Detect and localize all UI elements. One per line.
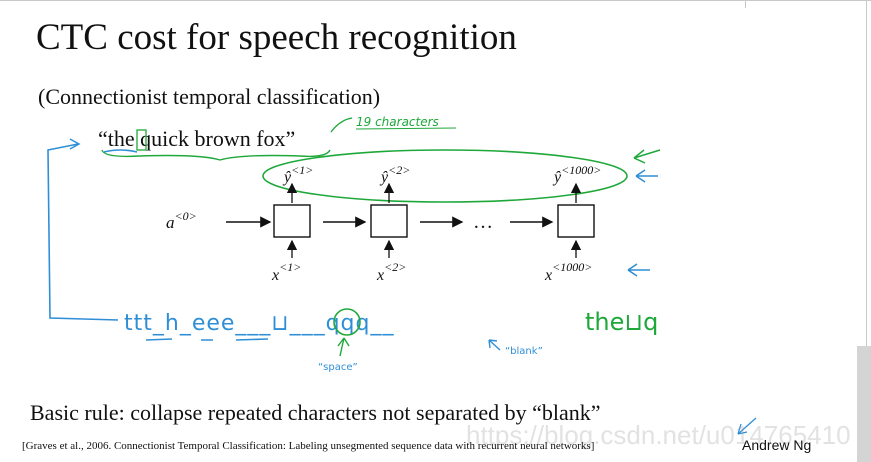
rule-pointer-arrow	[737, 417, 757, 435]
citation: [Graves et al., 2006. Connectionist Temp…	[22, 440, 595, 452]
sequence-ellipsis: …	[473, 211, 493, 233]
slide-tick	[745, 0, 746, 8]
slide-title: CTC cost for speech recognition	[36, 17, 517, 58]
sequence-underline-eee	[235, 338, 269, 341]
rnn-cell-2	[370, 204, 408, 238]
y-hat-2-label: ŷ<2>	[379, 163, 410, 186]
slide-right-border	[866, 0, 867, 462]
scrollbar[interactable]	[857, 346, 871, 462]
ctc-output-sequence: ttt_h_eee___⊔___qqq__	[124, 311, 395, 336]
watermark: https://blog.csdn.net/u014765410	[466, 420, 851, 450]
space-pointer-arrow	[337, 337, 350, 357]
x-2-label: x<2>	[376, 260, 406, 284]
x-3-label: x<1000>	[544, 260, 592, 284]
char-count-label: 19 characters	[356, 115, 439, 129]
author-name: Andrew Ng	[742, 437, 812, 453]
slide-subtitle: (Connectionist temporal classification)	[38, 84, 381, 109]
sequence-underline-ttt	[145, 338, 173, 341]
collapsed-result: the⊔q	[585, 308, 658, 336]
x-input-pointer-arrow	[627, 263, 650, 277]
ellipse-pointer-arrow	[633, 149, 661, 164]
blank-label: “blank”	[505, 346, 543, 357]
space-box	[136, 129, 147, 151]
x-1-label: x<1>	[271, 260, 301, 284]
a0-label: a<0>	[166, 209, 197, 232]
space-label: “space”	[318, 362, 358, 373]
y-hat-3-label: ŷ<1000>	[552, 163, 601, 186]
y-hat-1-label: ŷ<1>	[282, 163, 313, 186]
rnn-cell-3	[557, 204, 595, 238]
y-output-pointer-arrow	[635, 169, 658, 183]
basic-rule-text: Basic rule: collapse repeated characters…	[30, 400, 601, 425]
mapping-bracket	[47, 143, 119, 321]
example-phrase: “the quick brown fox”	[98, 126, 296, 151]
space-circle	[333, 308, 361, 336]
mapping-bracket-arrowhead	[69, 138, 81, 150]
blank-pointer-arrow	[488, 339, 501, 351]
phrase-brace	[101, 149, 331, 161]
rnn-cell-1	[273, 204, 311, 238]
output-ellipse	[262, 149, 628, 203]
the-underline	[103, 149, 138, 153]
char-count-connector	[330, 117, 353, 133]
slide-top-border	[0, 0, 871, 1]
char-count-underline	[355, 127, 457, 130]
